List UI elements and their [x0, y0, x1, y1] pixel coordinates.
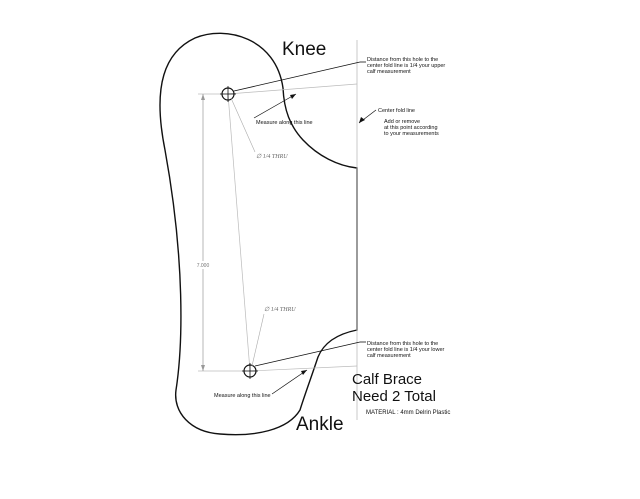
lower-hole-callout-leader	[251, 313, 265, 367]
lower-note-leader-a	[254, 341, 361, 367]
lower-construction-line	[249, 365, 358, 372]
upper-hole	[220, 86, 236, 102]
upper-note-line-1: Distance from this hole to the	[367, 57, 438, 63]
dimension-arrow-top	[201, 94, 205, 100]
upper-hole-callout-leader	[230, 97, 256, 153]
material-label: MATERIAL : 4mm Delrin Plastic	[366, 410, 450, 416]
adjust-note-line-3: to your measurements	[384, 131, 439, 137]
lower-note-line-3: calf measurement	[367, 353, 411, 359]
lower-note-line-1: Distance from this hole to the	[367, 341, 438, 347]
center-fold-label: Center fold line	[378, 108, 415, 114]
measure-upper-leader	[253, 93, 297, 119]
upper-hole-callout: ∅ 1/4 THRU	[256, 153, 288, 160]
title-line-2: Need 2 Total	[352, 388, 436, 405]
upper-note-line-3: calf measurement	[367, 69, 411, 75]
hole-connector-line	[227, 93, 251, 372]
upper-construction-line	[227, 83, 358, 95]
lower-hole-callout: ∅ 1/4 THRU	[264, 306, 296, 313]
lower-hole	[242, 363, 258, 379]
dimension-value: 7.000	[197, 263, 210, 269]
upper-note-leader-a	[233, 61, 361, 92]
upper-note-line-2: center fold line is 1/4 your upper	[367, 63, 445, 69]
adjust-note-line-2: at this point according	[384, 125, 438, 131]
brace-outline	[159, 32, 358, 436]
measure-lower-label: Measure along this line	[214, 393, 271, 399]
adjust-note-line-1: Add or remove	[384, 119, 420, 125]
ankle-label: Ankle	[296, 414, 344, 435]
measure-upper-label: Measure along this line	[256, 120, 313, 126]
measure-lower-leader	[271, 369, 308, 395]
knee-label: Knee	[282, 39, 326, 60]
dimension-arrow-bottom	[201, 365, 205, 371]
title-line-1: Calf Brace	[352, 371, 422, 388]
lower-note-line-2: center fold line is 1/4 your lower	[367, 347, 445, 353]
